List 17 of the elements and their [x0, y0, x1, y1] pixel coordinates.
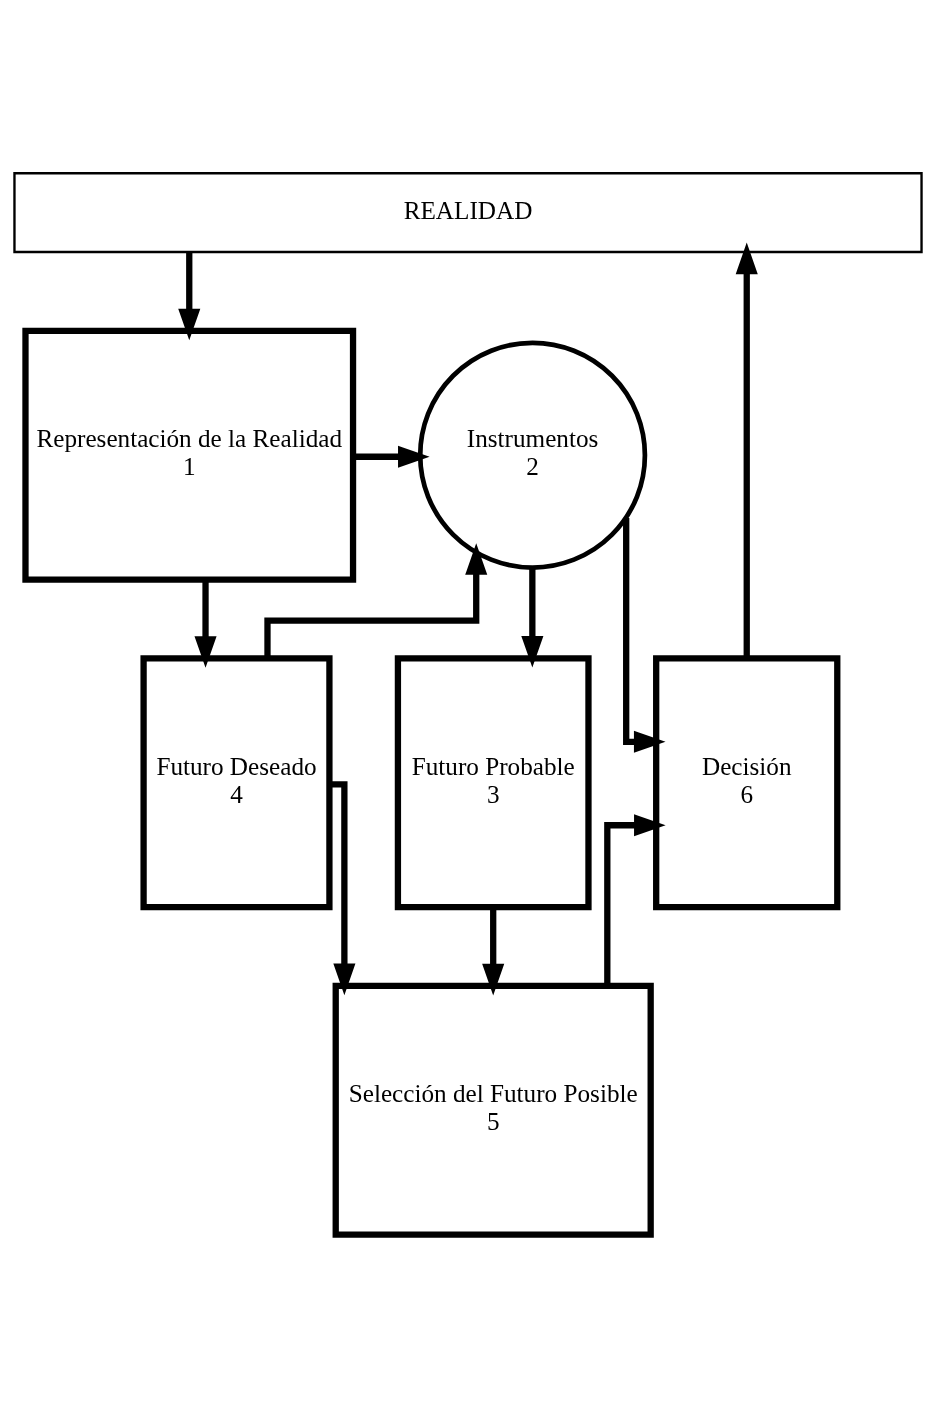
- node-box: Futuro Deseado 4: [140, 655, 333, 911]
- node-circle: Instrumentos 2: [417, 340, 648, 570]
- arrow: [329, 781, 356, 996]
- arrow: [521, 567, 544, 668]
- arrow: [735, 242, 758, 658]
- node-box: REALIDAD: [13, 172, 923, 254]
- arrow: [194, 579, 217, 668]
- arrow: [482, 907, 505, 996]
- arrow: [264, 543, 488, 659]
- node-box: Representación de la Realidad 1: [22, 327, 357, 583]
- arrow: [353, 445, 430, 468]
- node-box: Selección del Futuro Posible 5: [332, 982, 654, 1238]
- arrow: [604, 814, 666, 986]
- node-box: Decisión 6: [653, 655, 841, 911]
- node-box: Futuro Probable 3: [394, 655, 592, 911]
- arrow: [178, 252, 201, 341]
- arrow: [623, 518, 666, 753]
